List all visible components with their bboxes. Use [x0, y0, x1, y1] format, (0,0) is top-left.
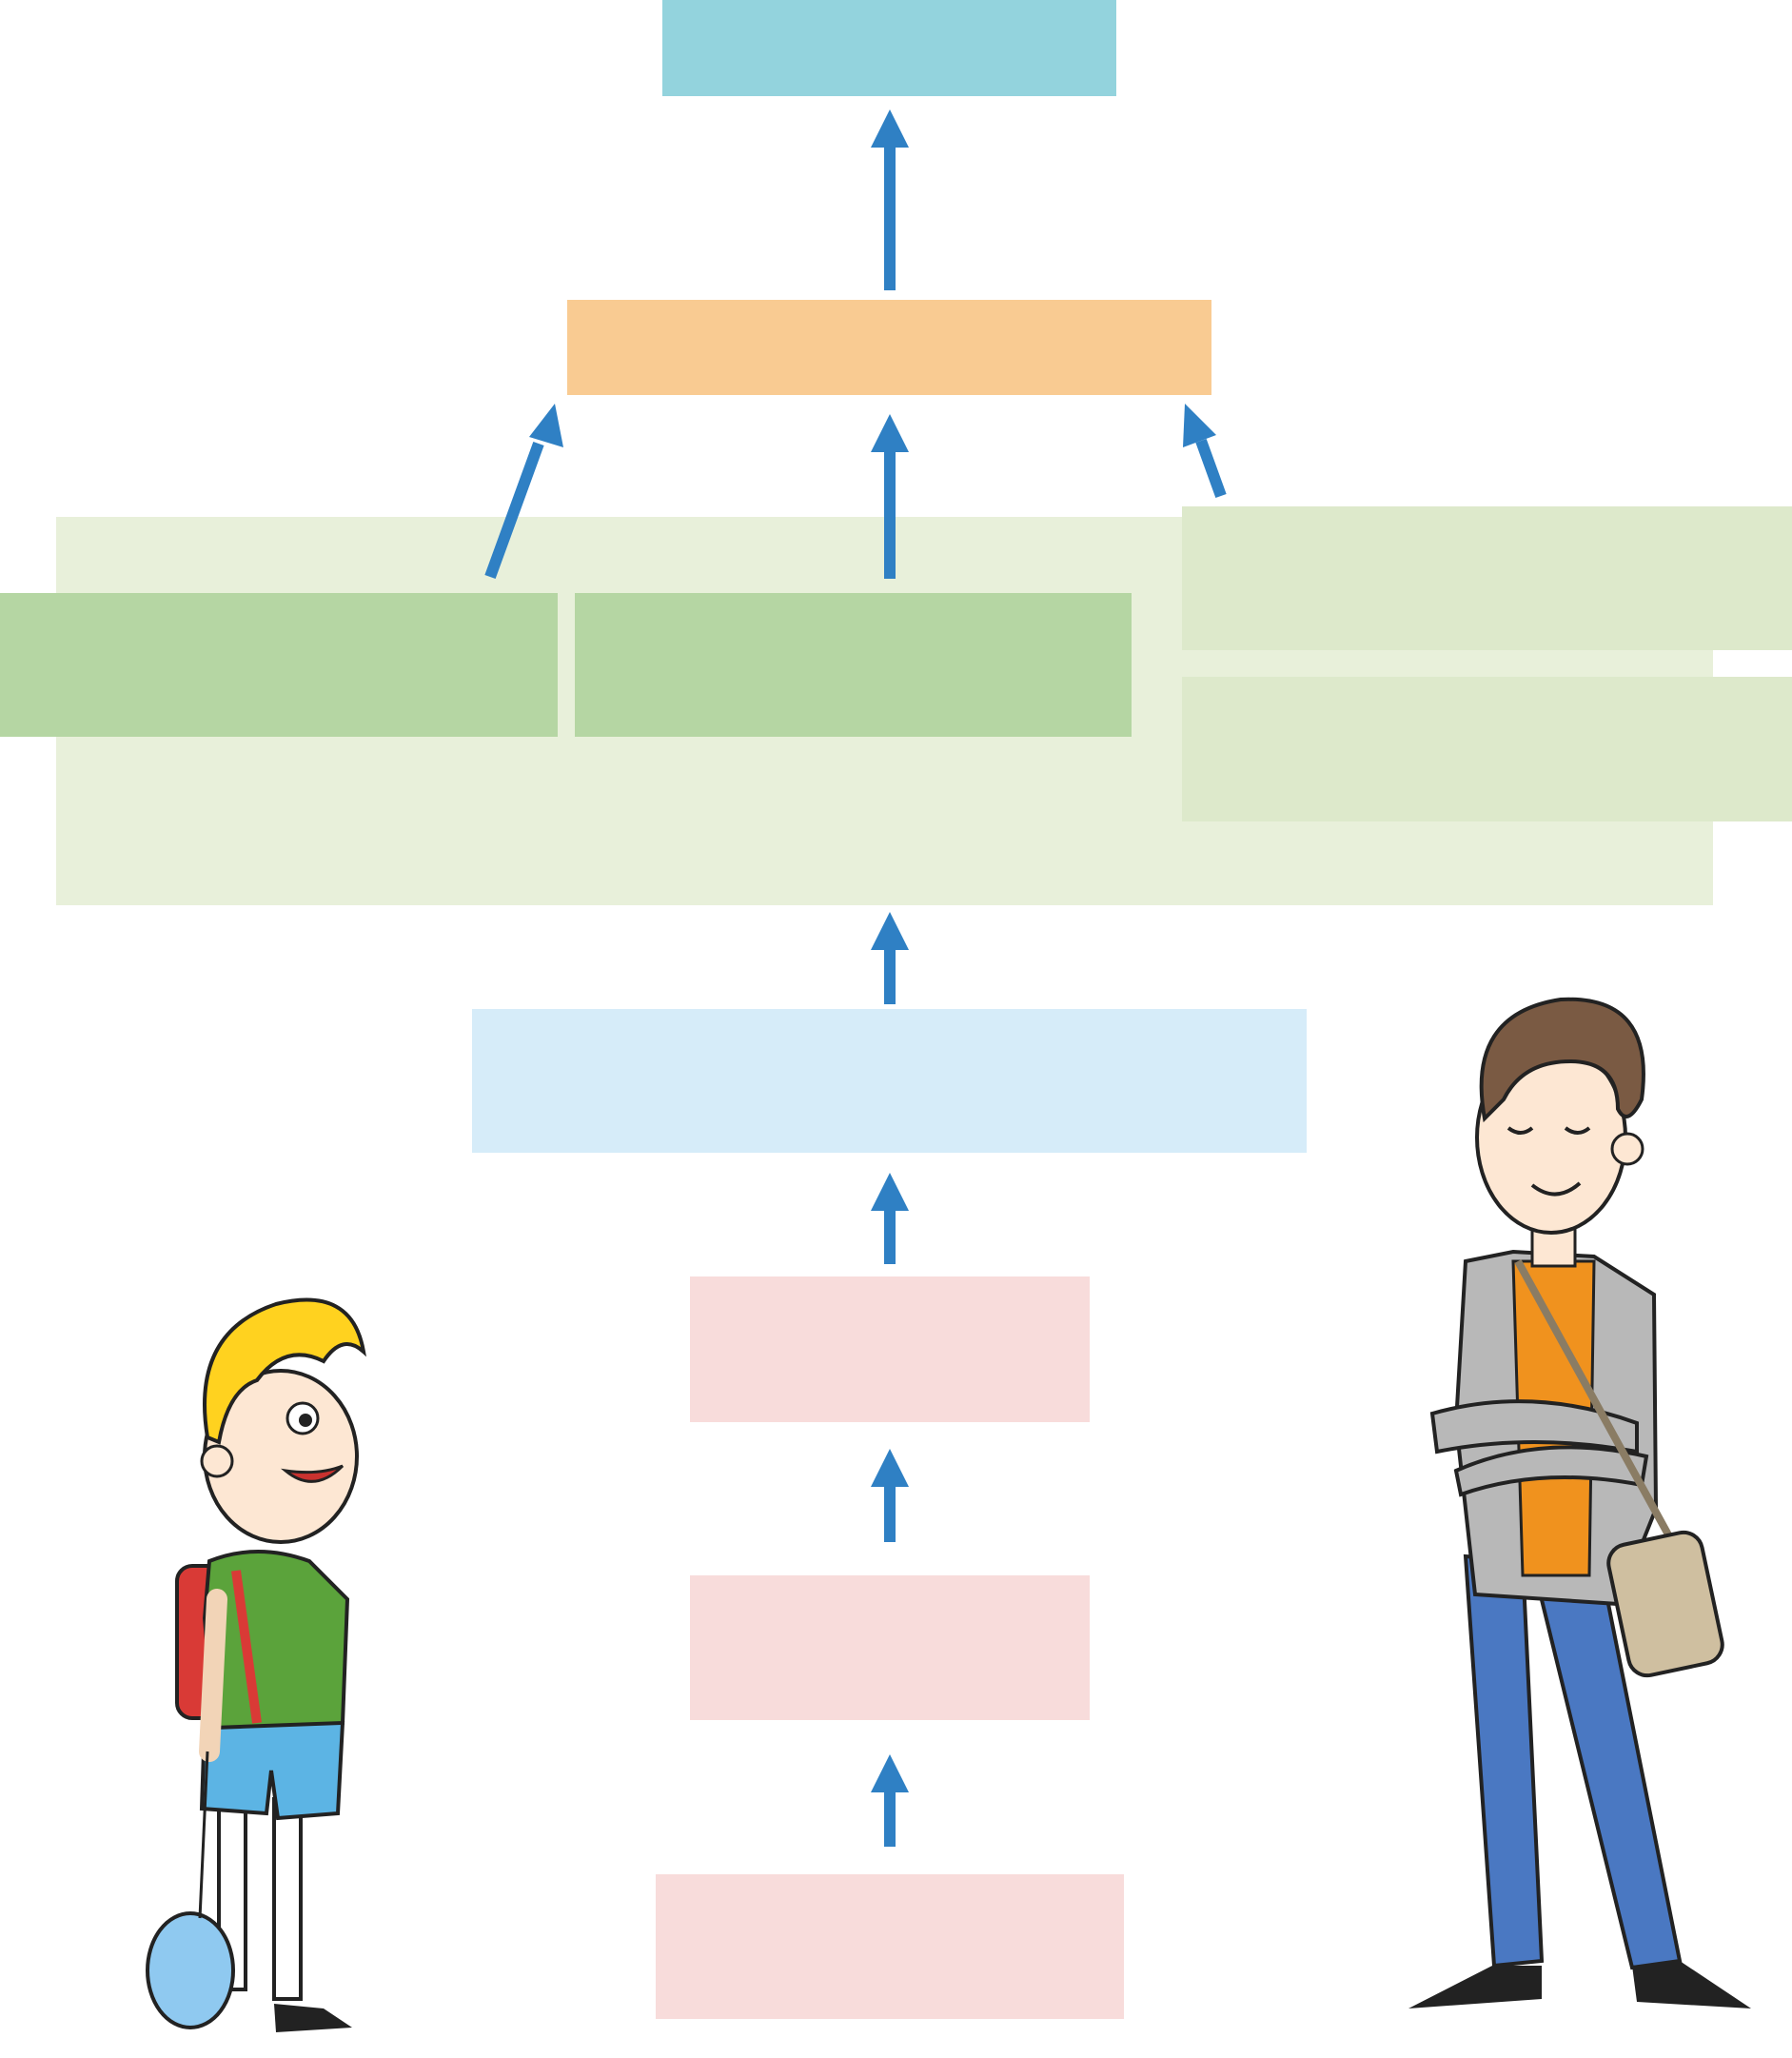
arrowhead	[871, 1173, 909, 1211]
arrow-green-right-to-orange	[1201, 441, 1221, 496]
arrowhead	[871, 1449, 909, 1487]
arrowhead	[1183, 404, 1216, 447]
boy-illustration	[114, 1276, 381, 2047]
arrowhead	[871, 912, 909, 950]
arrowhead	[529, 404, 563, 447]
arrowhead	[871, 109, 909, 148]
man-illustration	[1399, 976, 1761, 2047]
arrowhead	[871, 414, 909, 452]
arrowhead	[871, 1754, 909, 1792]
arrow-green-left-to-orange	[490, 444, 539, 577]
